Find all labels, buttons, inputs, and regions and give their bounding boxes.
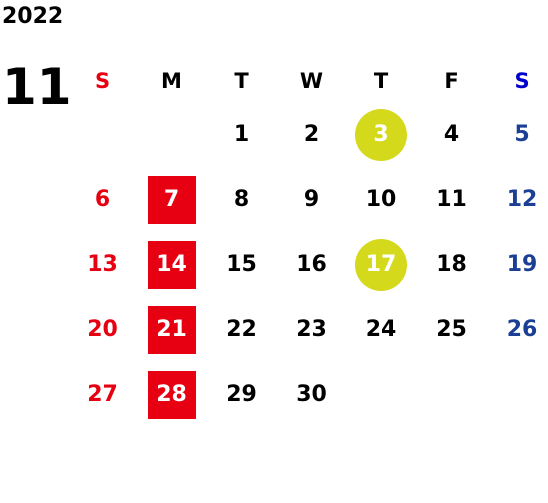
day-cell: 2 — [277, 102, 346, 167]
day-cell: 20 — [68, 297, 137, 362]
day-number: 6 — [94, 187, 111, 212]
day-cell: 25 — [416, 297, 487, 362]
day-number: 18 — [436, 252, 467, 277]
day-number: 29 — [226, 382, 257, 407]
day-cell: 24 — [346, 297, 416, 362]
day-number: 14 — [156, 252, 187, 277]
day-number: 2 — [303, 122, 320, 147]
day-cell: 18 — [416, 232, 487, 297]
calendar-grid: S M T W T F S 1 2 3 4 5 6 7 8 9 10 11 12… — [68, 60, 548, 427]
day-cell: 5 — [487, 102, 548, 167]
weekday-header-mon: M — [161, 69, 182, 93]
day-cell: 26 — [487, 297, 548, 362]
day-number: 23 — [296, 317, 327, 342]
day-cell: 30 — [277, 362, 346, 427]
weekday-header-sat: S — [514, 69, 530, 93]
day-number: 27 — [87, 382, 118, 407]
day-cell: 13 — [68, 232, 137, 297]
day-cell: 9 — [277, 167, 346, 232]
day-cell-highlighted-circle: 17 — [346, 232, 416, 297]
day-cell — [137, 102, 206, 167]
day-number: 9 — [303, 187, 320, 212]
day-cell-highlighted-square: 28 — [137, 362, 206, 427]
day-number: 30 — [296, 382, 327, 407]
day-cell: 19 — [487, 232, 548, 297]
day-number: 20 — [87, 317, 118, 342]
day-number: 19 — [506, 252, 538, 277]
day-cell-highlighted-square: 14 — [137, 232, 206, 297]
day-cell — [487, 362, 548, 427]
day-number: 3 — [373, 122, 389, 147]
day-cell: 12 — [487, 167, 548, 232]
day-cell: 27 — [68, 362, 137, 427]
day-cell — [68, 102, 137, 167]
day-cell-highlighted-square: 7 — [137, 167, 206, 232]
day-cell: 10 — [346, 167, 416, 232]
day-cell — [416, 362, 487, 427]
day-number: 25 — [436, 317, 467, 342]
day-cell: 29 — [206, 362, 277, 427]
year-label: 2022 — [2, 4, 64, 29]
weekday-header-sun: S — [94, 69, 111, 93]
day-number: 21 — [156, 317, 187, 342]
day-number: 28 — [156, 382, 187, 407]
day-number: 10 — [365, 187, 397, 212]
day-number: 11 — [436, 187, 467, 212]
day-cell: 4 — [416, 102, 487, 167]
day-number: 13 — [87, 252, 118, 277]
day-number: 12 — [506, 187, 538, 212]
day-cell: 8 — [206, 167, 277, 232]
day-number: 15 — [226, 252, 257, 277]
day-number: 5 — [514, 122, 530, 147]
day-cell: 6 — [68, 167, 137, 232]
weekday-header-thu: T — [373, 69, 389, 93]
day-number: 8 — [233, 187, 250, 212]
day-number: 24 — [365, 317, 397, 342]
day-number: 7 — [163, 187, 180, 212]
day-number: 26 — [506, 317, 538, 342]
day-cell: 15 — [206, 232, 277, 297]
day-cell: 23 — [277, 297, 346, 362]
day-cell: 22 — [206, 297, 277, 362]
day-cell-highlighted-circle: 3 — [346, 102, 416, 167]
day-number: 17 — [365, 252, 397, 277]
weekday-header-wed: W — [299, 69, 324, 93]
day-cell: 16 — [277, 232, 346, 297]
day-cell: 1 — [206, 102, 277, 167]
day-cell — [346, 362, 416, 427]
month-number: 11 — [2, 58, 72, 116]
day-cell: 11 — [416, 167, 487, 232]
day-cell-highlighted-square: 21 — [137, 297, 206, 362]
day-number: 4 — [443, 122, 460, 147]
day-number: 16 — [296, 252, 327, 277]
weekday-header-fri: F — [444, 69, 459, 93]
weekday-header-tue: T — [234, 69, 249, 93]
day-number: 1 — [233, 122, 250, 147]
day-number: 22 — [226, 317, 257, 342]
